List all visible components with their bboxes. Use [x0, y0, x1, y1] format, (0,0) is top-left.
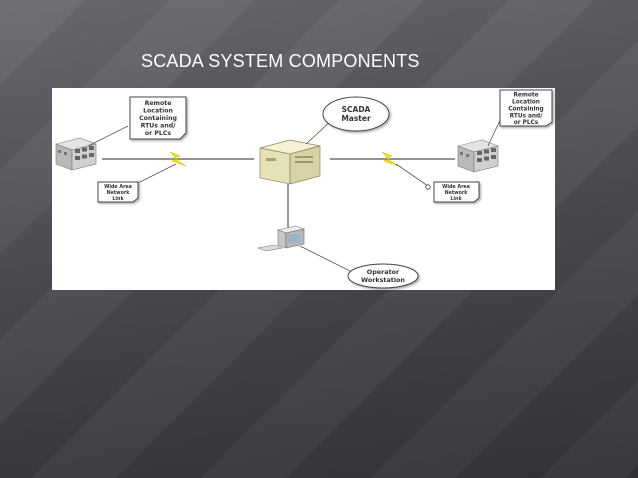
scada-master-line-1: SCADA — [342, 105, 371, 114]
callout-pointer-wan-left — [135, 163, 177, 185]
remote-right-line-5: or PLCs — [514, 120, 539, 126]
callout-pointer-operator — [299, 245, 353, 273]
wan-left-line-3: Link — [112, 196, 124, 202]
scada-diagram: Remote Location Containing RTUs and/ or … — [52, 88, 555, 290]
remote-right-line-4: RTUs and/ — [510, 114, 544, 120]
remote-right-line-2: Location — [512, 100, 540, 106]
lightning-icon-right — [381, 151, 399, 167]
operator-workstation-computer — [256, 225, 306, 252]
operator-line-2: Workstation — [361, 276, 405, 284]
rtu-device-left — [54, 137, 98, 171]
remote-left-line-1: Remote — [145, 100, 172, 107]
callout-remote-location-left: Remote Location Containing RTUs and/ or … — [129, 96, 187, 140]
remote-right-line-3: Containing — [508, 107, 543, 113]
remote-left-line-2: Location — [143, 108, 173, 115]
operator-line-1: Operator — [367, 268, 400, 276]
wan-left-line-1: Wide Area — [104, 184, 132, 190]
callout-scada-master: SCADA Master — [322, 96, 390, 132]
callout-pointer-wan-right — [395, 163, 429, 187]
wan-right-line-3: Link — [450, 196, 462, 202]
remote-right-line-1: Remote — [513, 93, 538, 99]
scada-diagram-svg: Remote Location Containing RTUs and/ or … — [54, 89, 553, 289]
scada-master-server — [259, 139, 321, 185]
callout-operator-workstation: Operator Workstation — [347, 263, 419, 289]
callout-remote-location-right: Remote Location Containing RTUs and/ or … — [499, 89, 553, 127]
slide-title: SCADA SYSTEM COMPONENTS — [141, 51, 420, 71]
wan-right-line-1: Wide Area — [442, 184, 470, 190]
remote-left-line-3: Containing — [139, 115, 177, 122]
rtu-device-right — [456, 139, 500, 173]
remote-left-line-5: or PLCs — [145, 130, 171, 137]
callout-wan-link-right: Wide Area Network Link — [425, 181, 480, 203]
callout-wan-link-left: Wide Area Network Link — [97, 181, 139, 203]
remote-left-line-4: RTUs and/ — [141, 123, 177, 130]
wan-left-line-2: Network — [107, 190, 131, 196]
lightning-icon-left — [169, 151, 187, 167]
wan-right-line-2: Network — [445, 190, 469, 196]
callout-pointer-remote-left — [87, 125, 129, 147]
scada-master-line-2: Master — [341, 114, 371, 123]
callout-pointer-master — [305, 119, 333, 145]
